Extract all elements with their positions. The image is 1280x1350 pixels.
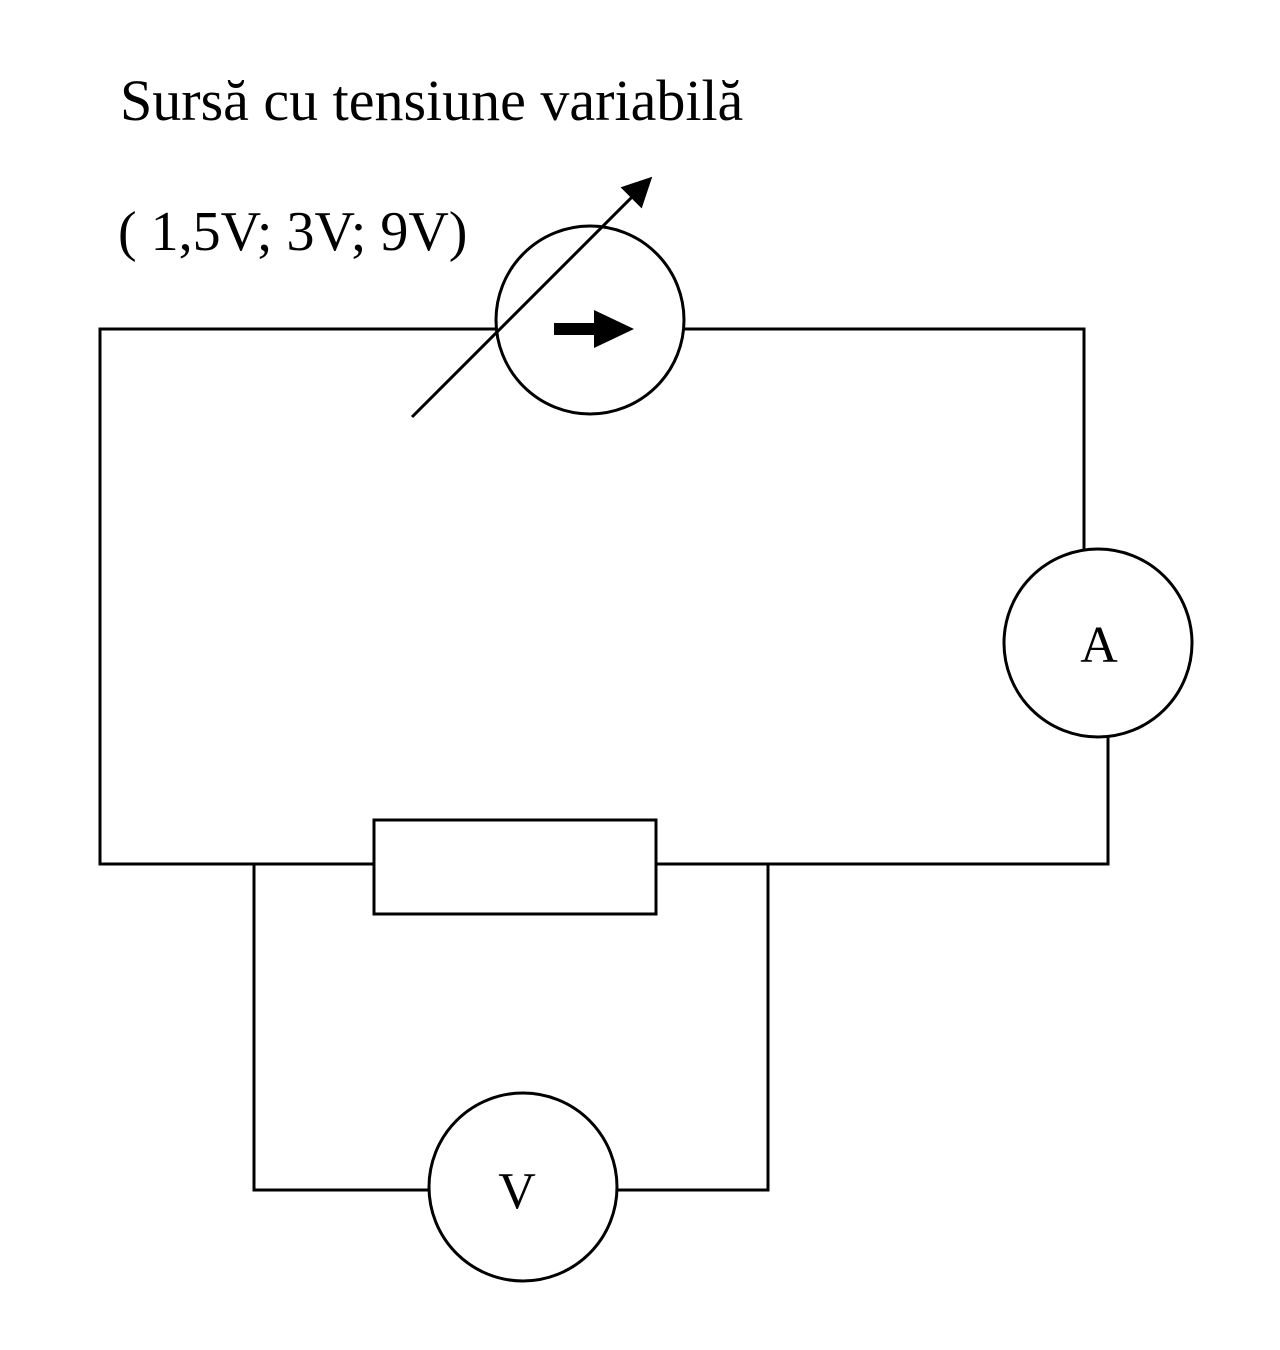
wire-voltmeter-left <box>252 862 432 1192</box>
wire-right-top <box>682 327 1086 553</box>
voltmeter-icon: V <box>427 1091 619 1283</box>
resistor-icon <box>372 818 658 916</box>
source-arrow-head <box>594 310 634 348</box>
variable-current-source-icon <box>410 176 686 419</box>
wire-left-top <box>98 327 498 866</box>
wire-right-bottom <box>654 734 1110 866</box>
ammeter-icon: A <box>1002 547 1194 739</box>
ammeter-label: A <box>1080 617 1118 674</box>
variable-adjust-arrow <box>410 176 653 419</box>
source-arrow-shaft <box>554 323 598 335</box>
main-circuit-wires <box>98 327 1110 866</box>
voltmeter-branch-wires <box>252 862 770 1192</box>
wire-voltmeter-right <box>614 862 770 1192</box>
voltage-options-label: ( 1,5V; 3V; 9V) <box>118 201 467 263</box>
voltmeter-label: V <box>498 1163 536 1220</box>
source-label: Sursă cu tensiune variabilă <box>120 68 743 133</box>
